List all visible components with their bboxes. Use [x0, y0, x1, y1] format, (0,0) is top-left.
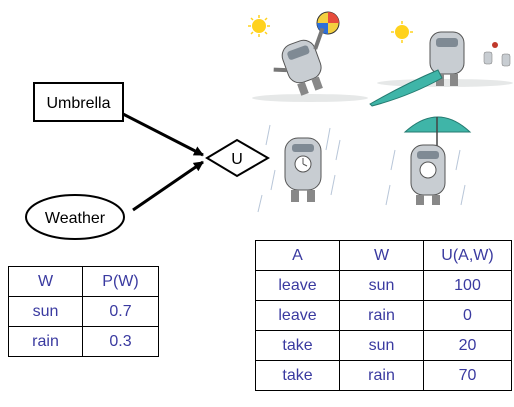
table-row: take rain 70: [255, 360, 512, 391]
weather-cell: sun: [339, 330, 424, 361]
edge-umbrella-to-utility: [122, 112, 204, 157]
umbrella-action-node: Umbrella: [33, 82, 124, 122]
table-row: sun 0.7: [8, 296, 159, 327]
edge-weather-to-utility: [132, 160, 204, 212]
weather-node-label: Weather: [45, 210, 106, 227]
action-cell: take: [255, 360, 340, 391]
umbrella-node-label: Umbrella: [46, 95, 110, 112]
column-header-pw: P(W): [82, 266, 159, 297]
utility-node-label: U: [231, 151, 243, 168]
column-header-a: A: [255, 240, 340, 271]
robot-rain-no-umbrella-icon: [257, 124, 341, 213]
probability-cell: 0.7: [82, 296, 159, 327]
weather-cell: sun: [8, 296, 83, 327]
robot-sun-with-closed-umbrella-icon: [369, 21, 513, 107]
action-cell: leave: [255, 270, 340, 301]
table-header-row: W P(W): [8, 266, 159, 297]
column-header-uaw: U(A,W): [423, 240, 512, 271]
action-cell: leave: [255, 300, 340, 331]
weather-cell: rain: [8, 326, 83, 357]
table-row: rain 0.3: [8, 326, 159, 357]
utility-cell: 0: [423, 300, 512, 331]
table-header-row: A W U(A,W): [255, 240, 512, 271]
utility-cell: 20: [423, 330, 512, 361]
weather-probability-table: W P(W) sun 0.7 rain 0.3: [8, 266, 159, 357]
utility-cell: 100: [423, 270, 512, 301]
table-row: take sun 20: [255, 330, 512, 361]
weather-chance-node: Weather: [25, 194, 125, 240]
utility-cell: 70: [423, 360, 512, 391]
sun-icon: [248, 15, 270, 37]
table-row: leave sun 100: [255, 270, 512, 301]
weather-cell: rain: [339, 360, 424, 391]
robot-rain-with-umbrella-icon: [385, 116, 472, 206]
sun-icon: [391, 21, 413, 43]
robot-sun-beach-ball-icon: [248, 11, 368, 102]
column-header-w: W: [339, 240, 424, 271]
utility-table: A W U(A,W) leave sun 100 leave rain 0 ta…: [255, 240, 512, 391]
column-header-w: W: [8, 266, 83, 297]
weather-cell: rain: [339, 300, 424, 331]
action-cell: take: [255, 330, 340, 361]
table-row: leave rain 0: [255, 300, 512, 331]
weather-cell: sun: [339, 270, 424, 301]
utility-node: U: [205, 138, 270, 178]
probability-cell: 0.3: [82, 326, 159, 357]
